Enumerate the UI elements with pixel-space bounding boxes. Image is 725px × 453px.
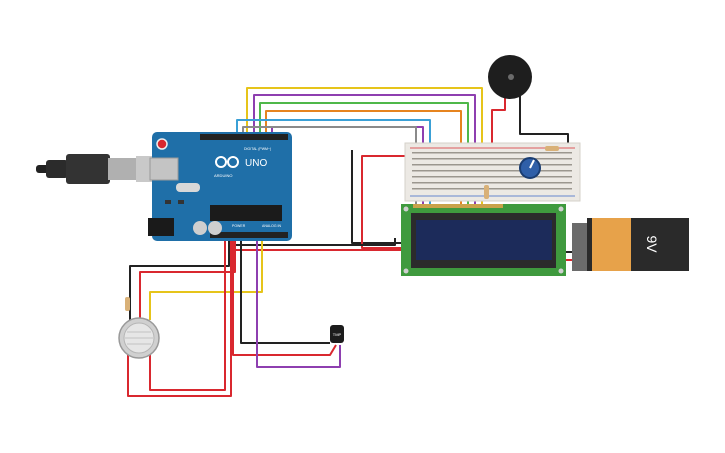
wire-yellow-sensor[interactable] (149, 240, 263, 320)
battery-9v[interactable]: 9V (572, 218, 689, 271)
battery-label: 9V (644, 235, 660, 253)
brand-label: ARDUINO (214, 173, 232, 178)
wire-red-left[interactable] (361, 155, 410, 249)
resistor[interactable] (125, 297, 130, 311)
power-jack[interactable] (148, 218, 174, 236)
tmp-sensor[interactable]: TMP (330, 325, 344, 343)
wire-black-tmp[interactable] (240, 240, 330, 344)
digital-pins-label: DIGITAL (PWM~) (244, 147, 271, 151)
lcd-display[interactable] (401, 204, 566, 276)
analog-pins-label: ANALOG IN (262, 224, 282, 228)
potentiometer[interactable] (519, 157, 541, 179)
tmp-label: TMP (333, 332, 342, 337)
sound-sensor[interactable] (118, 297, 160, 359)
atmega-chip (210, 205, 282, 221)
wire-black-left[interactable] (351, 150, 410, 244)
wire-purple-tmp[interactable] (256, 240, 341, 368)
wire-purple-top-2[interactable] (271, 126, 424, 205)
wire-black-buzzer[interactable] (519, 92, 569, 150)
wire-red-sensor-bottom[interactable] (127, 240, 232, 397)
arduino-uno-board[interactable]: UNO ARDUINO DIGITAL (PWM~) POWER ANALOG … (148, 132, 292, 241)
lcd-screen (416, 220, 552, 260)
wire-red-buzzer[interactable] (491, 92, 506, 150)
wire-black-sensor[interactable] (129, 240, 230, 320)
battery-label-band (592, 218, 631, 271)
piezo-buzzer[interactable] (488, 55, 532, 99)
arduino-logo-icon (215, 156, 239, 168)
breadboard[interactable] (404, 142, 581, 202)
wire-red-tmp[interactable] (232, 240, 337, 356)
wire-red-sensor[interactable] (139, 240, 236, 320)
breadboard-holes (412, 152, 572, 190)
uno-label: UNO (245, 158, 267, 169)
resistor[interactable] (545, 146, 559, 151)
wires (127, 87, 590, 397)
wire-red-sensor-bottom-2[interactable] (149, 240, 226, 391)
usb-cable (36, 154, 156, 184)
reset-button[interactable] (156, 138, 168, 150)
resistor[interactable] (484, 185, 489, 199)
power-pins-label: POWER (232, 224, 246, 228)
